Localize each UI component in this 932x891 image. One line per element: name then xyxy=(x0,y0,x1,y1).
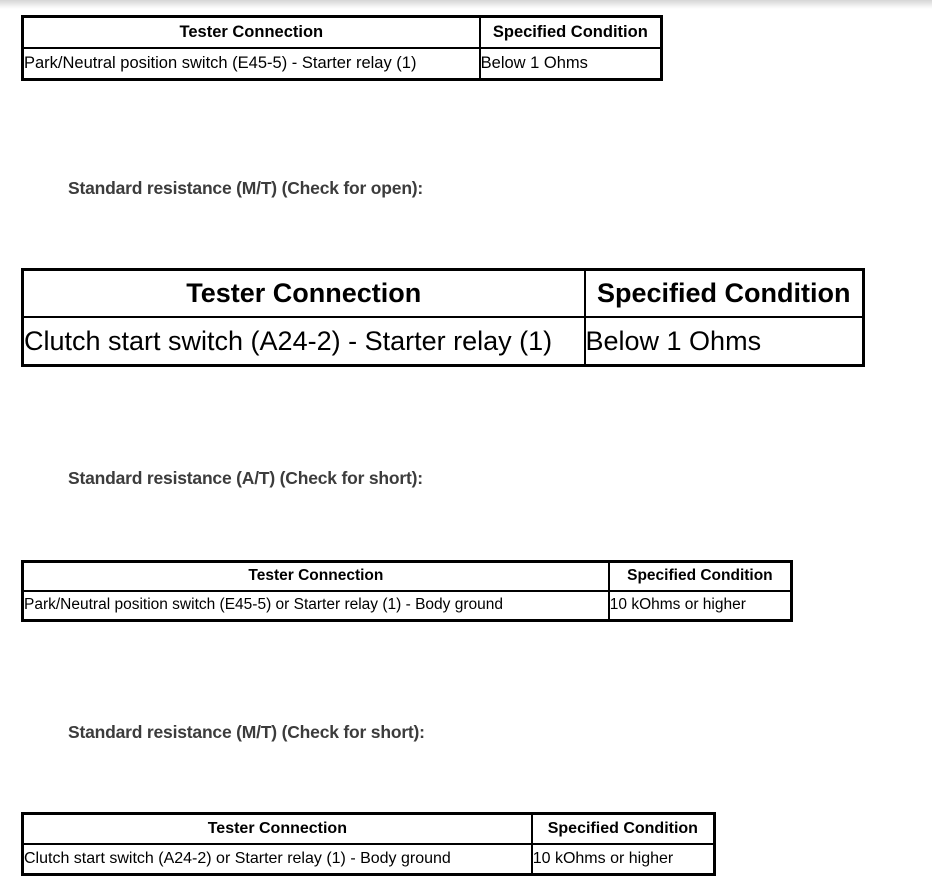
resistance-table-4: Tester Connection Specified Condition Cl… xyxy=(21,812,716,876)
section-heading-standard-resistance-mt-short: Standard resistance (M/T) (Check for sho… xyxy=(68,722,425,742)
table-row: Park/Neutral position switch (E45-5) - S… xyxy=(22,48,662,80)
column-header-tester-connection: Tester Connection xyxy=(22,813,533,845)
table-row: Clutch start switch (A24-2) or Starter r… xyxy=(22,844,715,875)
section-heading-standard-resistance-mt-open: Standard resistance (M/T) (Check for ope… xyxy=(68,178,424,198)
top-gradient-strip xyxy=(0,0,932,9)
column-header-tester-connection: Tester Connection xyxy=(22,561,610,592)
column-header-tester-connection: Tester Connection xyxy=(22,269,586,318)
section-heading-standard-resistance-at-short: Standard resistance (A/T) (Check for sho… xyxy=(68,468,423,488)
table-row: Clutch start switch (A24-2) - Starter re… xyxy=(22,317,864,366)
cell-tester-connection: Park/Neutral position switch (E45-5) - S… xyxy=(22,48,481,80)
column-header-specified-condition: Specified Condition xyxy=(584,269,864,318)
column-header-specified-condition: Specified Condition xyxy=(531,813,715,845)
resistance-table-3: Tester Connection Specified Condition Pa… xyxy=(21,560,793,622)
resistance-table-2: Tester Connection Specified Condition Cl… xyxy=(21,268,865,367)
resistance-table-1: Tester Connection Specified Condition Pa… xyxy=(21,15,663,81)
table-row: Park/Neutral position switch (E45-5) or … xyxy=(22,591,792,621)
cell-tester-connection: Clutch start switch (A24-2) or Starter r… xyxy=(22,844,533,875)
cell-specified-condition: 10 kOhms or higher xyxy=(531,844,715,875)
cell-specified-condition: Below 1 Ohms xyxy=(584,317,864,366)
cell-specified-condition: Below 1 Ohms xyxy=(479,48,662,80)
column-header-specified-condition: Specified Condition xyxy=(608,561,792,592)
table-header-row: Tester Connection Specified Condition xyxy=(22,16,662,49)
cell-tester-connection: Clutch start switch (A24-2) - Starter re… xyxy=(22,317,586,366)
table-header-row: Tester Connection Specified Condition xyxy=(22,269,864,318)
column-header-tester-connection: Tester Connection xyxy=(22,16,481,49)
cell-tester-connection: Park/Neutral position switch (E45-5) or … xyxy=(22,591,610,621)
table-header-row: Tester Connection Specified Condition xyxy=(22,813,715,845)
cell-specified-condition: 10 kOhms or higher xyxy=(608,591,792,621)
table-header-row: Tester Connection Specified Condition xyxy=(22,561,792,592)
column-header-specified-condition: Specified Condition xyxy=(479,16,662,49)
